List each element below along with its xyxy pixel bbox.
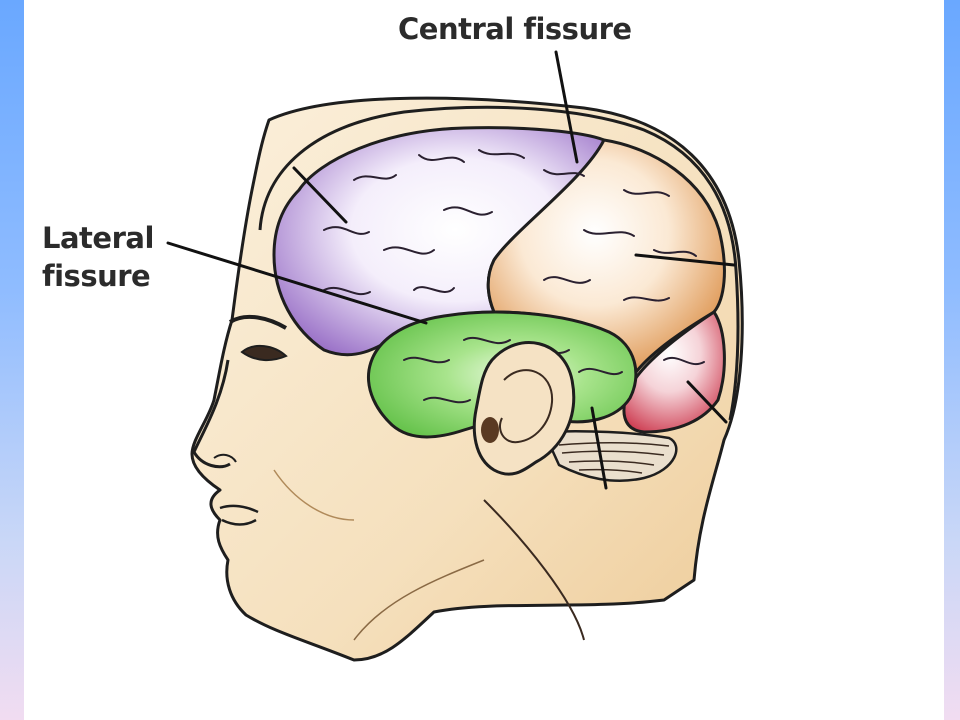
lateral-fissure-label-line1: Lateral bbox=[42, 221, 154, 255]
ear-canal bbox=[481, 417, 499, 443]
eyebrow bbox=[228, 314, 288, 330]
ear bbox=[472, 341, 576, 476]
nostril bbox=[213, 453, 237, 463]
leader-occipital-lobe bbox=[686, 380, 728, 424]
leader-lateral-fissure bbox=[166, 241, 428, 325]
nose bbox=[192, 359, 231, 469]
cerebellum-folds bbox=[558, 442, 670, 474]
neck-line bbox=[483, 499, 585, 641]
leader-parietal-lobe bbox=[634, 253, 736, 267]
lateral-fissure-label: Lateral fissure bbox=[42, 219, 154, 295]
central-fissure-label: Central fissure bbox=[398, 12, 632, 46]
leader-lines bbox=[166, 50, 736, 490]
eye bbox=[240, 344, 288, 362]
lips bbox=[219, 504, 259, 526]
cheek-line bbox=[273, 469, 355, 521]
jaw-line bbox=[353, 559, 485, 641]
leader-temporal-lobe bbox=[590, 406, 608, 490]
brain-lobes-illustration bbox=[166, 50, 744, 662]
leader-frontal-lobe bbox=[292, 166, 348, 224]
occipital-lobe bbox=[622, 309, 726, 434]
brain-gyri bbox=[323, 149, 705, 404]
leader-central-fissure bbox=[554, 50, 579, 164]
ear-inner bbox=[499, 369, 554, 444]
skull-outline bbox=[258, 105, 740, 421]
lateral-fissure-label-line2: fissure bbox=[42, 259, 151, 293]
slide-canvas: Central fissure Lateral fissure bbox=[24, 0, 944, 720]
